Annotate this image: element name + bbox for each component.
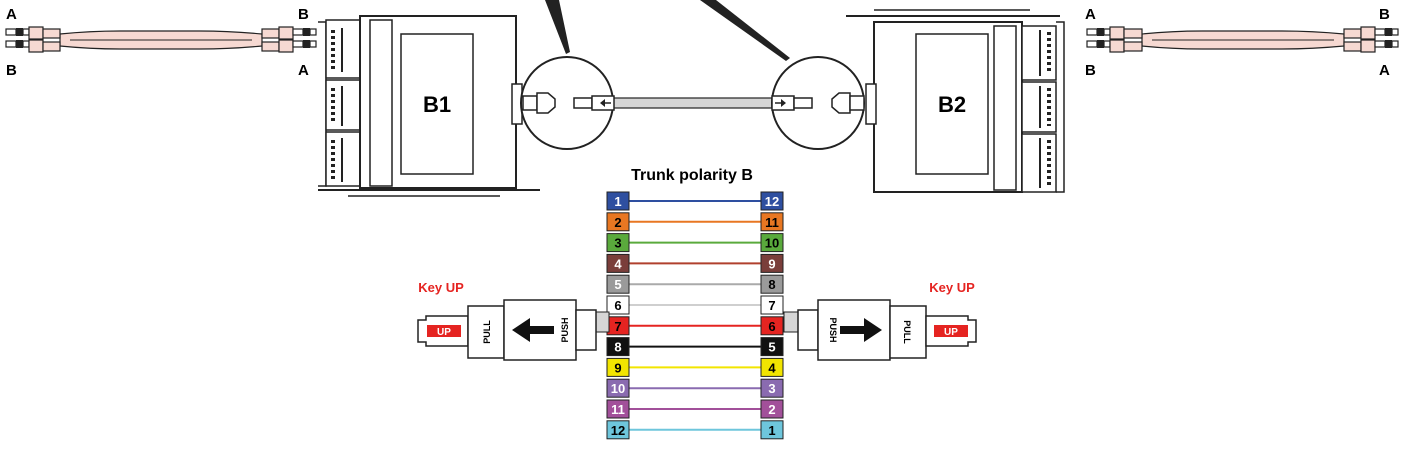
duplex-right-top-right-label: B bbox=[1379, 6, 1390, 23]
lc-connector-left-b-2 bbox=[1086, 39, 1143, 53]
fiber-number-right-5: 5 bbox=[768, 340, 775, 355]
duplex-left-top-left-label: A bbox=[6, 6, 17, 23]
fiber-number-right-10: 10 bbox=[765, 236, 779, 251]
fiber-number-right-9: 9 bbox=[768, 256, 775, 271]
fiber-number-right-1: 1 bbox=[768, 423, 775, 438]
fiber-cell-right-6 bbox=[760, 316, 784, 336]
magnifier-left bbox=[520, 56, 615, 150]
up-tag-left-text: UP bbox=[437, 327, 451, 338]
fiber-cell-left-3 bbox=[606, 233, 630, 253]
fiber-number-left-2: 2 bbox=[614, 215, 621, 230]
lc-connector-right-b-2 bbox=[1343, 26, 1399, 40]
fiber-number-right-12: 12 bbox=[765, 194, 779, 209]
pull-label-left: PULL bbox=[482, 320, 492, 344]
fiber-cell-right-4 bbox=[760, 357, 784, 377]
mpo-connector-left: Key UP UP PULL PUSH bbox=[417, 280, 610, 361]
fiber-number-right-8: 8 bbox=[768, 277, 775, 292]
fiber-cell-right-11 bbox=[760, 212, 784, 232]
fiber-cell-left-8 bbox=[606, 337, 630, 357]
fiber-number-left-1: 1 bbox=[614, 194, 621, 209]
callout-pointer-right bbox=[700, 0, 790, 61]
fiber-cell-right-9 bbox=[760, 253, 784, 273]
lc-connector-right-a bbox=[261, 39, 317, 53]
magnifier-right bbox=[771, 56, 865, 150]
pull-label-right: PULL bbox=[902, 320, 912, 344]
fiber-number-left-3: 3 bbox=[614, 236, 621, 251]
fiber-number-left-5: 5 bbox=[614, 277, 621, 292]
fiber-number-left-6: 6 bbox=[614, 298, 621, 313]
fiber-number-right-4: 4 bbox=[768, 360, 776, 375]
fiber-cell-left-6 bbox=[606, 295, 630, 315]
fiber-number-left-11: 11 bbox=[611, 402, 625, 417]
fiber-number-left-10: 10 bbox=[611, 381, 625, 396]
callout-pointer-left bbox=[545, 0, 570, 54]
duplex-left-bottom-left-label: B bbox=[6, 62, 17, 79]
fiber-cell-right-2 bbox=[760, 399, 784, 419]
duplex-left-top-right-label: B bbox=[298, 6, 309, 23]
fiber-number-left-7: 7 bbox=[614, 319, 621, 334]
fiber-number-left-9: 9 bbox=[614, 360, 621, 375]
up-tag-left bbox=[427, 325, 461, 337]
duplex-patch-cord-right: A B B A bbox=[1085, 6, 1399, 79]
mpo-connector-right: Key UP PUSH PULL UP bbox=[783, 280, 977, 361]
up-tag-right bbox=[934, 325, 968, 337]
lc-connector-left-a-2 bbox=[1086, 26, 1143, 40]
cassette-b2: B2 bbox=[846, 9, 1065, 193]
fiber-number-right-2: 2 bbox=[768, 402, 775, 417]
fiber-cell-left-9 bbox=[606, 357, 630, 377]
duplex-left-bottom-right-label: A bbox=[298, 62, 309, 79]
lc-connector-right-a-2 bbox=[1343, 39, 1399, 53]
lc-connector-left-a bbox=[5, 26, 61, 40]
duplex-right-bottom-left-label: B bbox=[1085, 62, 1096, 79]
key-up-label-right: Key UP bbox=[929, 280, 975, 295]
fiber-cell-left-2 bbox=[606, 212, 630, 232]
fiber-number-right-11: 11 bbox=[765, 215, 779, 230]
fiber-number-right-6: 6 bbox=[768, 319, 775, 334]
fiber-cell-right-10 bbox=[760, 233, 784, 253]
trunk-polarity-title: Trunk polarity B bbox=[631, 167, 753, 184]
fiber-cell-left-10 bbox=[606, 378, 630, 398]
duplex-patch-cord-left: A B B A bbox=[5, 6, 317, 79]
lc-connector-left-b bbox=[5, 39, 61, 53]
push-label-left: PUSH bbox=[560, 317, 570, 342]
duplex-right-top-left-label: A bbox=[1085, 6, 1096, 23]
fiber-number-right-3: 3 bbox=[768, 381, 775, 396]
lc-connector-right-b bbox=[261, 26, 317, 40]
fiber-number-left-12: 12 bbox=[611, 423, 625, 438]
arrow-left-icon bbox=[512, 318, 554, 342]
up-tag-right-text: UP bbox=[944, 327, 958, 338]
trunk-cable bbox=[589, 97, 799, 109]
arrow-right-icon bbox=[840, 318, 882, 342]
fiber-cell-right-8 bbox=[760, 274, 784, 294]
fiber-cell-right-12 bbox=[760, 191, 784, 211]
fiber-cell-left-4 bbox=[606, 253, 630, 273]
fiber-cell-right-5 bbox=[760, 337, 784, 357]
fiber-cell-left-12 bbox=[606, 420, 630, 440]
cassette-b1: B1 bbox=[318, 15, 540, 197]
fiber-number-left-4: 4 bbox=[614, 256, 622, 271]
duplex-right-bottom-right-label: A bbox=[1379, 62, 1390, 79]
cassette-b1-label: B1 bbox=[423, 92, 451, 117]
mpo-adapter-ports-right bbox=[1021, 25, 1057, 193]
fiber-cell-right-3 bbox=[760, 378, 784, 398]
fiber-number-right-7: 7 bbox=[768, 298, 775, 313]
fiber-cell-right-7 bbox=[760, 295, 784, 315]
fiber-number-left-8: 8 bbox=[614, 340, 621, 355]
mpo-adapter-ports-left bbox=[325, 19, 361, 187]
fiber-cell-left-1 bbox=[606, 191, 630, 211]
key-up-label-left: Key UP bbox=[418, 280, 464, 295]
fiber-cell-right-1 bbox=[760, 420, 784, 440]
fiber-cell-left-11 bbox=[606, 399, 630, 419]
pull-sleeve-right bbox=[889, 305, 927, 359]
cassette-b2-label: B2 bbox=[938, 92, 966, 117]
fiber-cell-left-5 bbox=[606, 274, 630, 294]
push-label-right: PUSH bbox=[828, 317, 838, 342]
